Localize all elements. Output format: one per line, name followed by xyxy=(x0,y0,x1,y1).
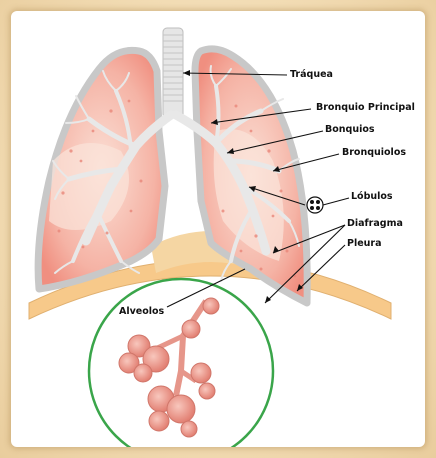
lobule-marker xyxy=(307,197,323,213)
label-pleura: Pleura xyxy=(347,238,382,249)
label-bronchioles: Bronquiolos xyxy=(342,147,406,158)
label-trachea: Tráquea xyxy=(290,69,333,80)
diagram-card: Tráquea Bronquio Principal Bonquios Bron… xyxy=(11,11,425,447)
label-lobules: Lóbulos xyxy=(351,191,393,202)
label-main-bronchus: Bronquio Principal xyxy=(316,102,415,113)
label-bronchi: Bonquios xyxy=(325,124,375,135)
label-alveoli: Alveolos xyxy=(119,306,165,317)
lungs-diagram: Tráquea Bronquio Principal Bonquios Bron… xyxy=(11,11,425,447)
label-diaphragm: Diafragma xyxy=(347,218,403,229)
